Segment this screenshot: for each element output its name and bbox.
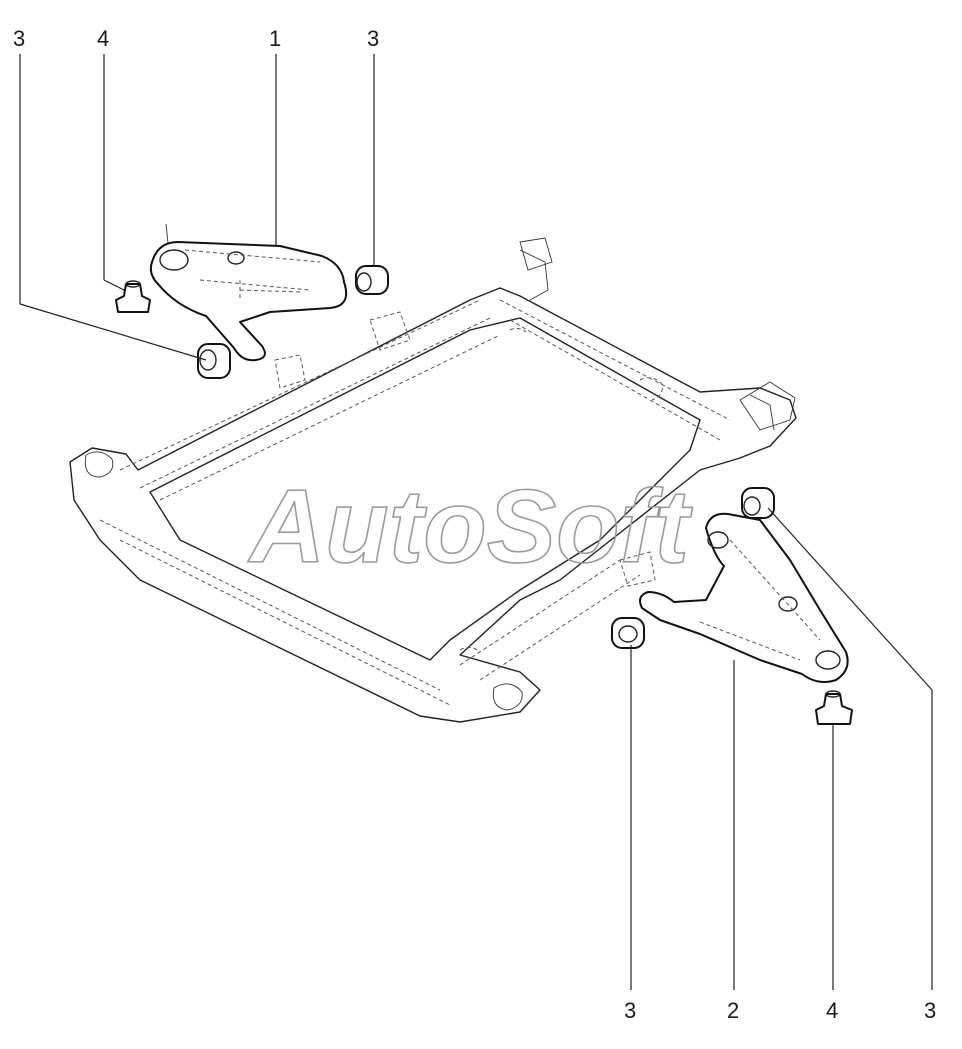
callout-3-top-left: 3 [13, 26, 25, 51]
bushing-3-center [611, 617, 645, 649]
callout-3-bottom-left: 3 [624, 998, 636, 1023]
leader-lines [19, 54, 933, 990]
callout-2-bottom: 2 [727, 998, 739, 1023]
bushing-3-top-right [355, 265, 389, 295]
callout-3-bottom-right: 3 [924, 998, 936, 1023]
subframe [69, 237, 797, 723]
callout-4-top: 4 [97, 26, 109, 51]
callout-1-top: 1 [269, 26, 281, 51]
bushing-3-right [741, 487, 775, 519]
callout-4-bottom: 4 [826, 998, 838, 1023]
callouts: 3 4 1 3 3 2 4 3 [13, 26, 936, 1023]
callout-3-top-right: 3 [367, 26, 379, 51]
bushing-3-left [197, 343, 231, 379]
watermark: AutoSoft [247, 469, 693, 585]
ball-joint-4-right [815, 690, 853, 725]
lower-arm-right [639, 512, 849, 683]
lower-arm-left [149, 223, 348, 362]
ball-joint-4-left [115, 280, 151, 313]
